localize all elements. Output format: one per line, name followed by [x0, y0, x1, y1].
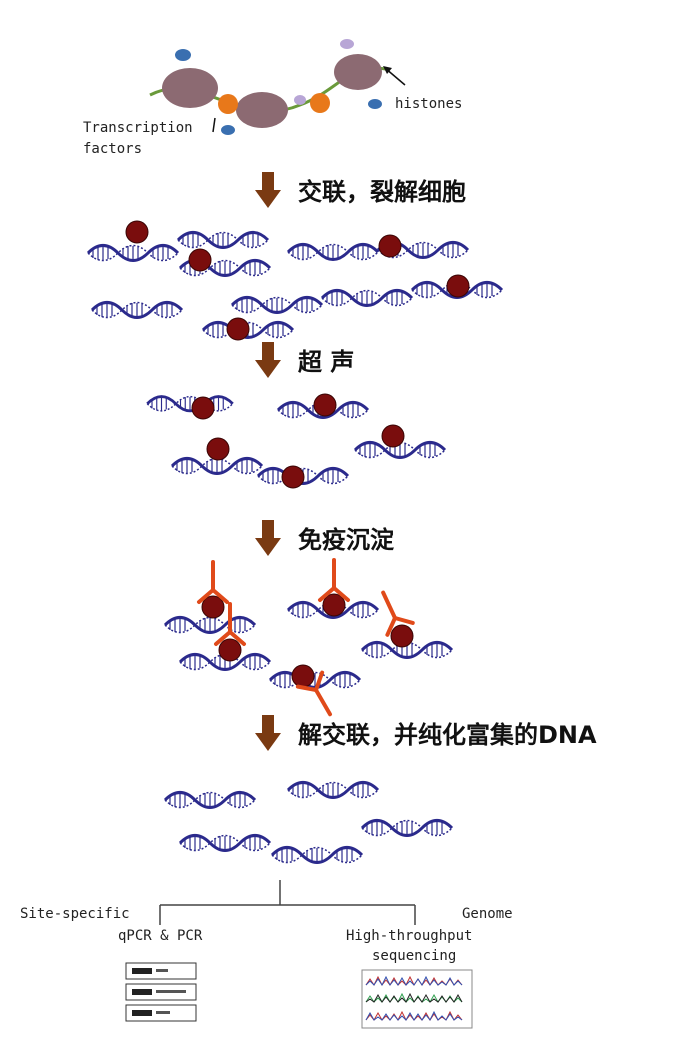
protein-dot	[218, 638, 242, 662]
step-arrow-3	[255, 520, 281, 556]
chromatin-illustration: histones Transcription factors	[83, 39, 462, 157]
protein-dot	[125, 220, 149, 244]
step-label-4: 解交联，并纯化富集的DNA	[298, 721, 597, 749]
histones-label: histones	[395, 96, 462, 112]
hts-label-1: High-throughput	[346, 928, 472, 944]
gel-image	[125, 962, 197, 1022]
protein-dot	[281, 465, 305, 489]
transcription-factor-1	[218, 94, 238, 114]
step-arrow-1	[255, 172, 281, 208]
step-label-2: 超 声	[298, 348, 354, 376]
purified-dna	[163, 781, 454, 864]
protein-dot	[206, 437, 230, 461]
modification-dot	[294, 95, 306, 105]
histone-3	[334, 54, 382, 90]
protein-dot	[291, 664, 315, 688]
site-specific-label: Site-specific	[20, 906, 130, 922]
sheared-dna	[145, 393, 447, 489]
protein-dot	[188, 248, 212, 272]
tf-pointer	[212, 117, 216, 133]
protein-dot	[201, 595, 225, 619]
qpcr-label: qPCR & PCR	[118, 928, 203, 944]
crosslinked-dna	[86, 220, 504, 341]
protein-dot	[378, 234, 402, 258]
transcription-factors-label-1: Transcription	[83, 120, 193, 136]
modification-dot	[340, 39, 354, 49]
step-label-3: 免疫沉淀	[298, 526, 395, 554]
histone-1	[162, 68, 218, 108]
protein-dot	[322, 593, 346, 617]
protein-dot	[390, 624, 414, 648]
protein-dot	[226, 317, 250, 341]
hts-label-2: sequencing	[372, 948, 456, 964]
analysis-tree	[159, 880, 416, 925]
sequencing-trace-image	[361, 969, 473, 1029]
modification-dot	[221, 125, 235, 135]
genome-label: Genome	[462, 906, 513, 922]
protein-dot	[191, 396, 215, 420]
protein-dot	[313, 393, 337, 417]
protein-dot	[381, 424, 405, 448]
modification-dot	[175, 49, 191, 61]
transcription-factors-label-2: factors	[83, 141, 142, 157]
modification-dot	[368, 99, 382, 109]
histone-2	[236, 92, 288, 128]
step-arrow-4	[255, 715, 281, 751]
step-arrow-2	[255, 342, 281, 378]
immunoprecipitated-dna	[163, 558, 454, 724]
step-label-1: 交联，裂解细胞	[298, 178, 466, 206]
transcription-factor-2	[310, 93, 330, 113]
protein-dot	[446, 274, 470, 298]
